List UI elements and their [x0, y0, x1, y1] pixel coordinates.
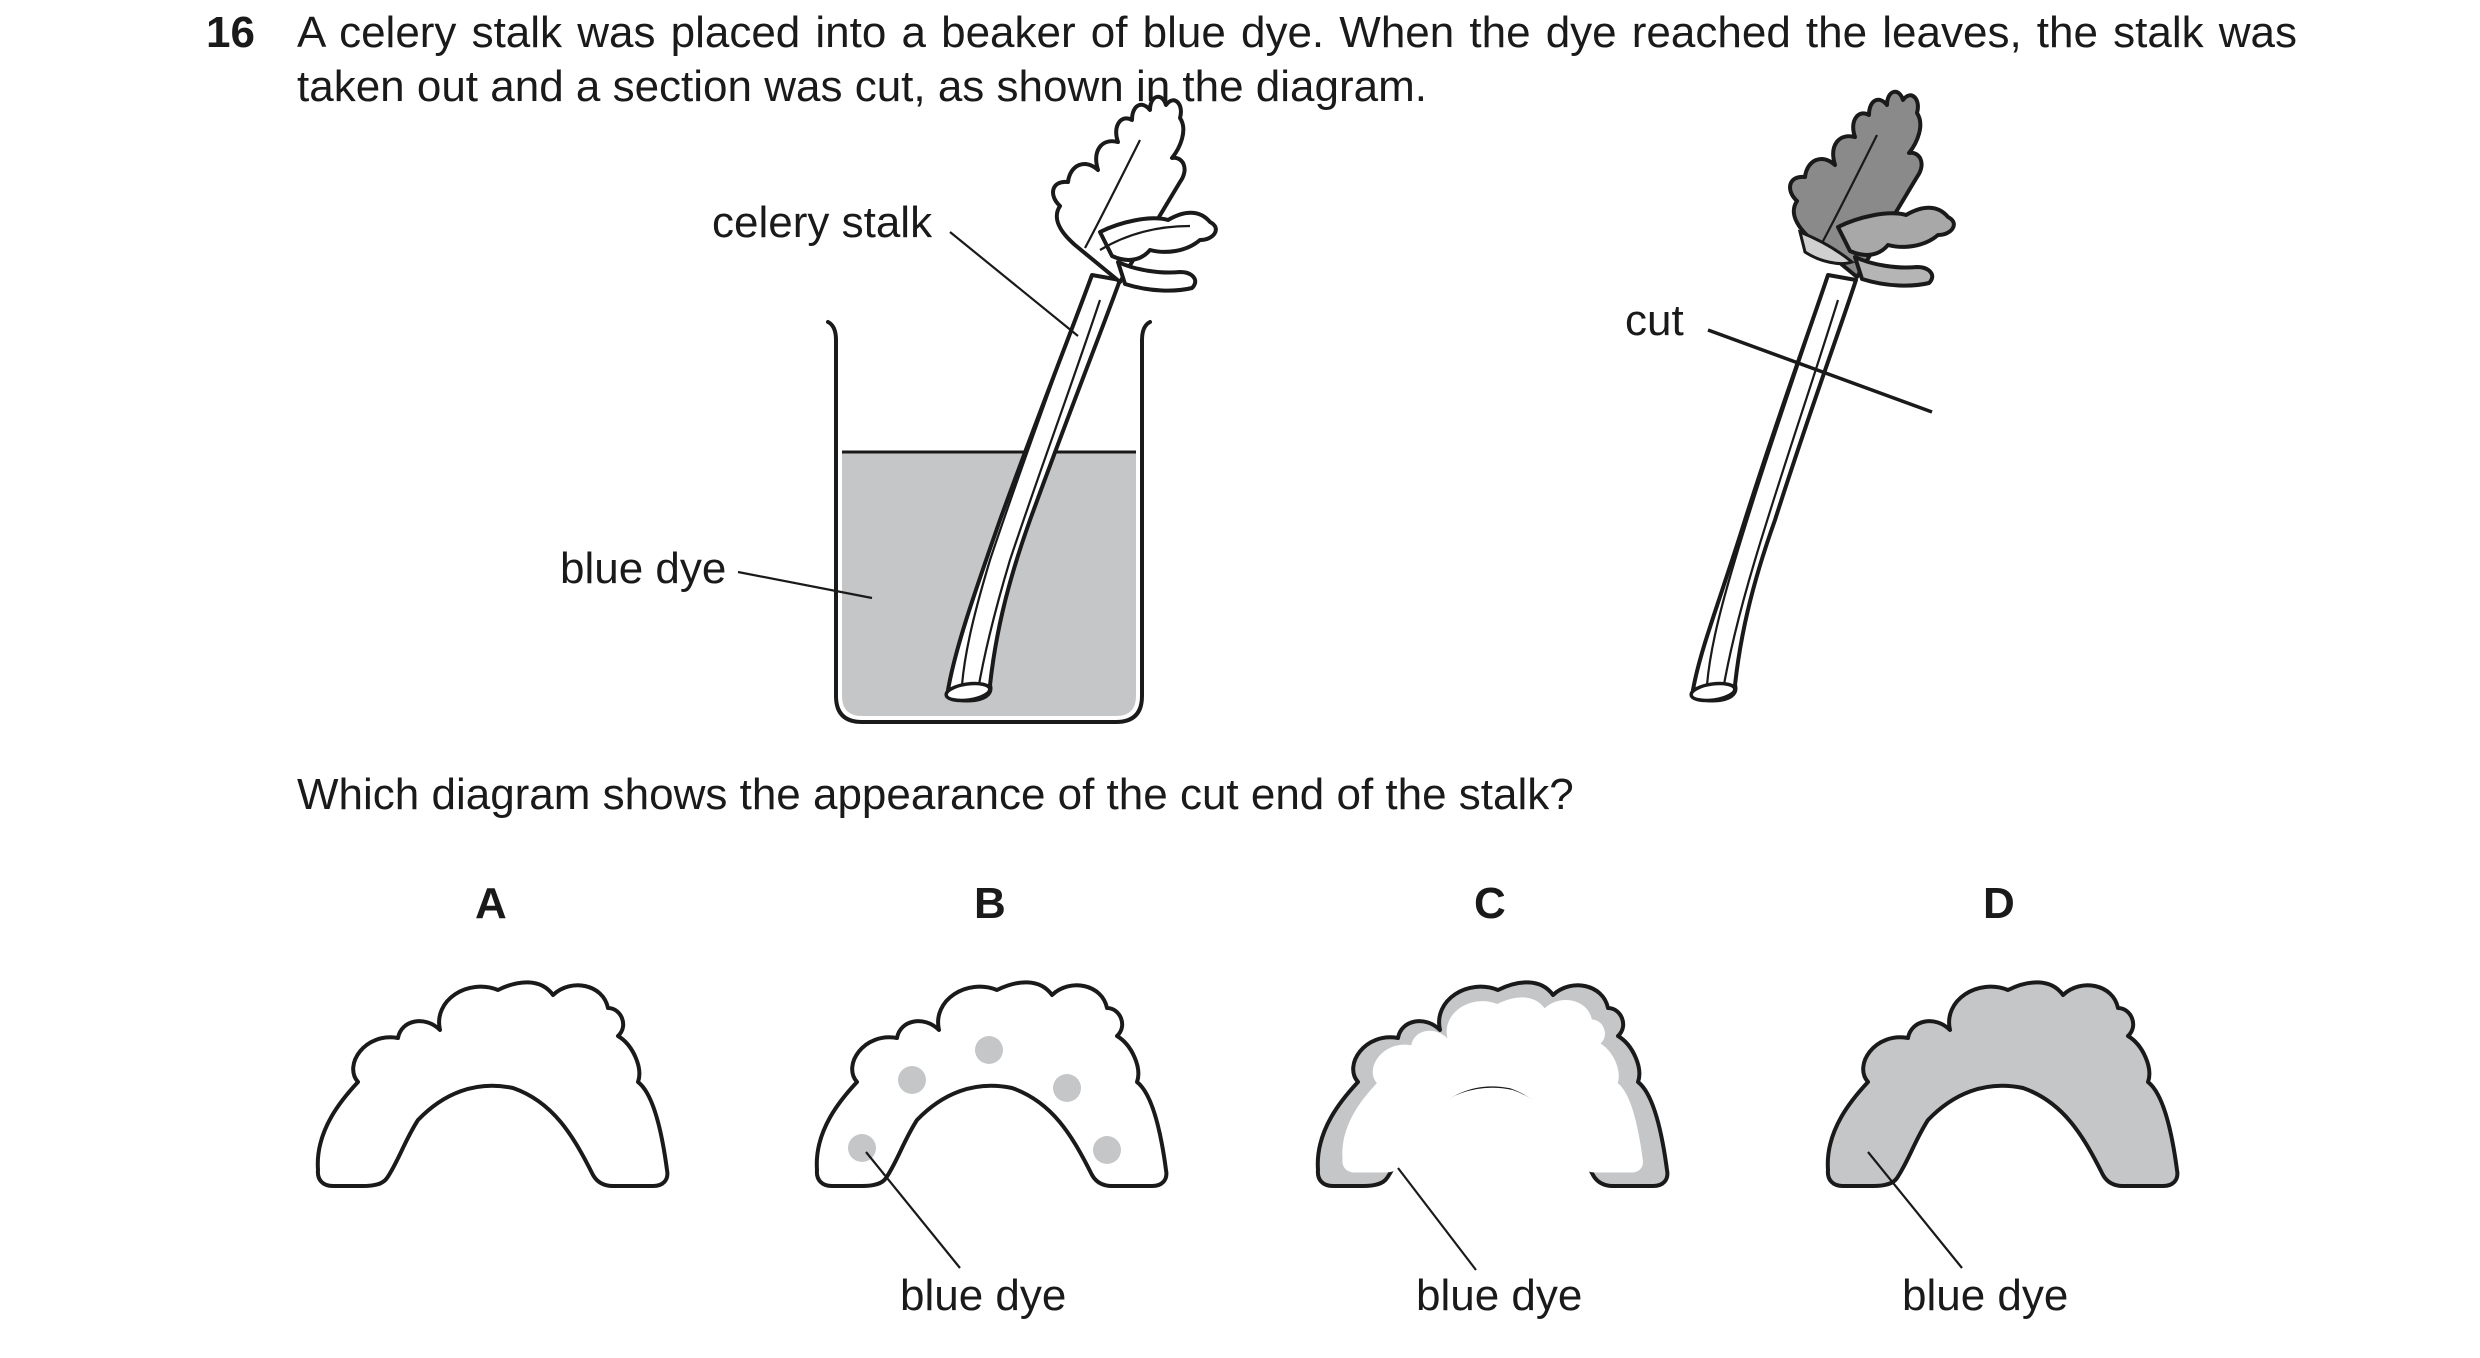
leader-option-b [865, 1151, 961, 1269]
cut-stalk-diagram: cut [1625, 89, 1956, 703]
celery-leaves-dyed [1788, 89, 1956, 288]
beaker-diagram: celery stalk blue dye [560, 94, 1218, 724]
option-b-letter: B [974, 879, 1006, 928]
option-a-cross-section [315, 980, 670, 1188]
option-c[interactable]: C blue dye [1315, 879, 1670, 1320]
label-cut: cut [1625, 296, 1684, 345]
leader-option-c [1397, 1167, 1477, 1271]
dye-dot [975, 1036, 1003, 1064]
removed-stalk-base-end [1689, 681, 1737, 703]
option-c-label: blue dye [1416, 1271, 1582, 1320]
leader-celery-stalk [949, 231, 1079, 337]
option-a-letter: A [475, 879, 507, 928]
question-stem: A celery stalk was placed into a beaker … [297, 8, 2297, 111]
option-d-label: blue dye [1902, 1271, 2068, 1320]
option-b-label: blue dye [900, 1271, 1066, 1320]
option-c-cross-section [1315, 980, 1670, 1188]
option-a[interactable]: A [315, 879, 670, 1188]
question-number: 16 [206, 8, 255, 57]
dye-dot [1053, 1074, 1081, 1102]
leader-blue-dye-beaker [737, 570, 873, 600]
beaker-outline [826, 320, 1152, 724]
cut-line [1707, 328, 1933, 414]
celery-stalk-removed [1691, 273, 1858, 703]
dye-dot [1093, 1136, 1121, 1164]
dye-dot [898, 1066, 926, 1094]
option-d-letter: D [1983, 879, 2015, 928]
option-c-letter: C [1474, 879, 1506, 928]
option-d[interactable]: D blue dye [1825, 879, 2180, 1320]
option-b[interactable]: B blue dye [814, 879, 1169, 1320]
question-prompt: Which diagram shows the appearance of th… [297, 770, 1574, 819]
label-celery-stalk: celery stalk [712, 198, 933, 247]
leader-option-d [1867, 1151, 1963, 1269]
label-blue-dye-beaker: blue dye [560, 544, 726, 593]
celery-leaves-white [1051, 94, 1218, 293]
option-d-cross-section [1825, 980, 2180, 1188]
stalk-base-end [944, 681, 992, 703]
